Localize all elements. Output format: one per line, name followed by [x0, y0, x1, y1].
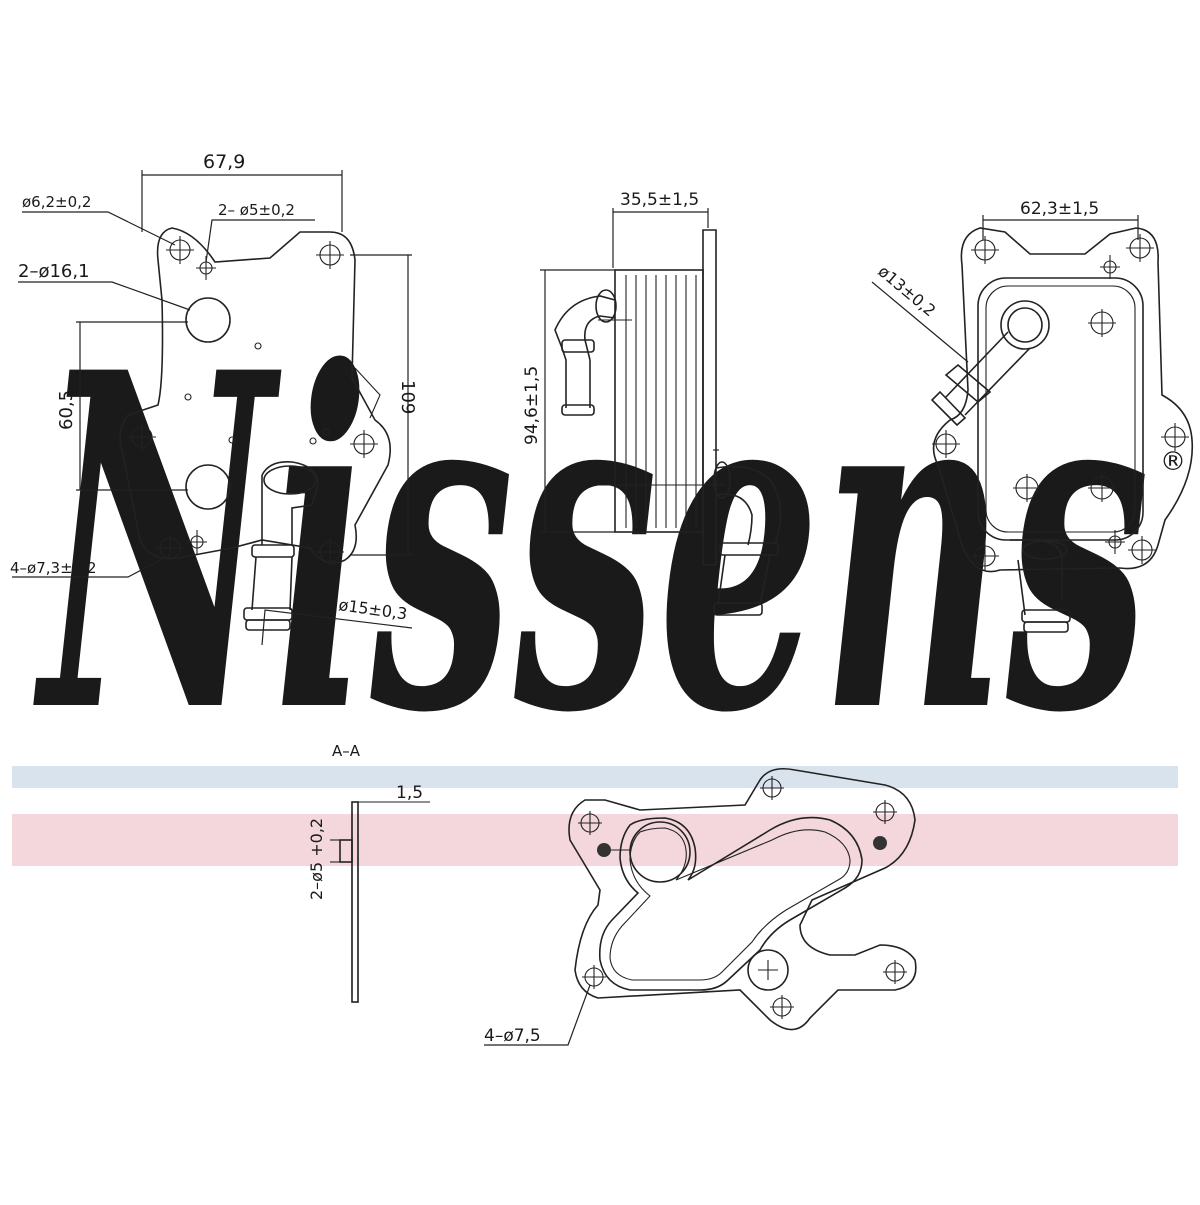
side-fins: [598, 275, 725, 528]
gasket-studs: [597, 836, 887, 857]
side-height-label: 94,6±1,5: [522, 366, 542, 445]
front-height-inner-label: 60,5: [56, 390, 77, 430]
section-thickness-label: 1,5: [396, 783, 423, 803]
watermark-stripe-red: [12, 814, 1178, 866]
rear-mount-holes: [932, 234, 1189, 570]
front-hole-top-label: ø6,2±0,2: [22, 193, 91, 211]
rear-bosses: [1013, 309, 1116, 502]
rear-core-inner: [985, 285, 1136, 533]
section-dims: [330, 801, 430, 995]
watermark-stripe-blue: [12, 766, 1178, 788]
front-holes-large-label: 2–ø16,1: [18, 261, 90, 282]
gasket-inner-channel: [598, 816, 863, 991]
section-holes-label: 2–ø5 +0,2: [307, 818, 326, 900]
side-base-plate: [702, 229, 717, 566]
gasket-boss: [747, 949, 789, 991]
side-bottom-pipe: [713, 461, 782, 616]
front-holes-mount-label: 4–ø7,3±0,2: [10, 559, 97, 577]
gasket-leader: [484, 984, 591, 1046]
gasket-holes-label: 4–ø7,5: [484, 1026, 541, 1046]
front-plate-outline: [119, 227, 391, 564]
front-mount-holes: [128, 236, 378, 566]
gasket-port-ring: [629, 821, 691, 883]
front-port-lower: [185, 464, 231, 510]
front-dimensions: [12, 170, 413, 646]
rear-bottom-pipe: [1010, 539, 1071, 633]
watermark: Nissens ®: [12, 274, 1186, 866]
rear-dimensions: [871, 215, 1139, 363]
front-height-total-label: 109: [397, 380, 418, 414]
front-width-label: 67,9: [203, 151, 245, 173]
watermark-brand: Nissens: [32, 274, 1150, 814]
gasket-view: 4–ø7,5: [484, 767, 917, 1046]
side-top-pipe: [554, 289, 617, 416]
rear-width-label: 62,3±1,5: [1020, 199, 1099, 219]
gasket-outline: [568, 767, 917, 1031]
side-view: 35,5±1,5 94,6±1,5: [522, 190, 782, 616]
section-title: A–A: [332, 742, 361, 760]
side-dimensions: [540, 208, 709, 533]
rear-plate-outline: [932, 227, 1194, 573]
front-holes-small-label: 2– ø5±0,2: [218, 201, 295, 219]
side-depth-label: 35,5±1,5: [620, 190, 699, 210]
front-pipe: [243, 460, 319, 631]
front-tab: [354, 367, 381, 419]
watermark-registered-mark: ®: [1160, 447, 1186, 477]
gasket-inner-channel-offset: [609, 827, 851, 981]
rear-core-outer: [977, 277, 1144, 541]
section-a-a: A–A 1,5 2–ø5 +0,2: [307, 742, 430, 1003]
front-port-upper: [185, 297, 231, 343]
front-dots: [184, 342, 330, 445]
front-view: 67,9 ø6,2±0,2 2– ø5±0,2 2–ø16,1 60,5 109…: [10, 151, 418, 646]
gasket-holes: [578, 776, 907, 1019]
rear-diagonal-pipe: [930, 300, 1050, 427]
